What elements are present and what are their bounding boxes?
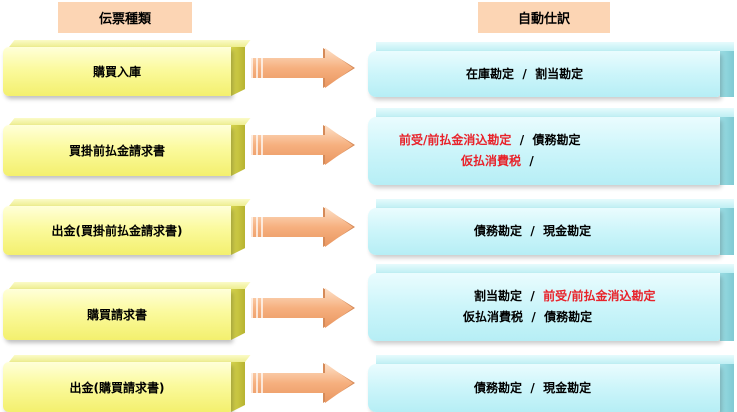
debit-credit-separator: / [514,66,536,81]
debit-credit-separator: / [523,310,545,324]
voucher-box: 購買請求書 [3,282,251,340]
right-arrow-icon [251,207,355,247]
journal-entries: 割当勘定 / 前受/前払金消込勘定仮払消費税 / 債務勘定 [368,273,720,341]
account-name: 仮払消費税 [463,310,524,324]
right-arrow-icon [251,48,355,88]
voucher-label: 購買請求書 [3,289,231,340]
voucher-box: 出金(買掛前払金請求書) [3,199,251,255]
account-name: 現金勘定 [543,380,592,395]
account-name: 債務勘定 [474,380,523,395]
right-arrow-icon [251,288,355,328]
voucher-label: 買掛前払金請求書 [3,125,231,176]
debit-credit-separator: / [511,133,533,147]
account-name: 債務勘定 [532,133,581,147]
right-arrow-icon [251,363,355,403]
journal-line: 在庫勘定 / 割当勘定 [368,64,720,85]
journal-box: 債務勘定 / 現金勘定 [368,199,734,255]
account-name: 債務勘定 [544,310,593,324]
journal-entries: 前受/前払金消込勘定 / 債務勘定仮払消費税 / [368,117,720,185]
debit-credit-separator: / [522,289,544,303]
journal-line: 前受/前払金消込勘定 / 債務勘定 [368,130,720,151]
debit-credit-separator: / [521,154,534,168]
voucher-box: 買掛前払金請求書 [3,118,251,176]
account-name: 割当勘定 [474,289,523,303]
voucher-box: 購買入庫 [3,40,251,96]
journal-entries: 債務勘定 / 現金勘定 [368,364,720,412]
voucher-label: 購買入庫 [3,47,231,96]
journal-box: 前受/前払金消込勘定 / 債務勘定仮払消費税 / [368,108,734,185]
journal-entries: 債務勘定 / 現金勘定 [368,208,720,255]
account-name: 割当勘定 [535,66,584,81]
voucher-label: 出金(買掛前払金請求書) [3,206,231,255]
journal-line: 債務勘定 / 現金勘定 [368,378,720,399]
journal-line: 割当勘定 / 前受/前払金消込勘定 [368,286,720,307]
account-name: 在庫勘定 [466,66,515,81]
journal-box: 債務勘定 / 現金勘定 [368,355,734,412]
voucher-label: 出金(購買請求書) [3,362,231,412]
journal-line: 債務勘定 / 現金勘定 [368,221,720,242]
account-name: 仮払消費税 [461,154,522,168]
right-arrow-icon [251,125,355,165]
journal-box: 割当勘定 / 前受/前払金消込勘定仮払消費税 / 債務勘定 [368,264,734,341]
voucher-type-header: 伝票種類 [58,2,192,33]
account-name: 前受/前払金消込勘定 [543,289,656,303]
debit-credit-separator: / [522,380,544,395]
account-name: 現金勘定 [543,224,592,238]
auto-journal-header: 自動仕訳 [478,2,610,33]
account-name: 前受/前払金消込勘定 [399,133,512,147]
account-name: 債務勘定 [474,224,523,238]
journal-line: 仮払消費税 / [368,151,720,172]
journal-line: 仮払消費税 / 債務勘定 [368,307,720,328]
debit-credit-separator: / [522,224,544,238]
voucher-box: 出金(購買請求書) [3,355,251,412]
journal-entries: 在庫勘定 / 割当勘定 [368,51,720,97]
journal-box: 在庫勘定 / 割当勘定 [368,42,734,97]
